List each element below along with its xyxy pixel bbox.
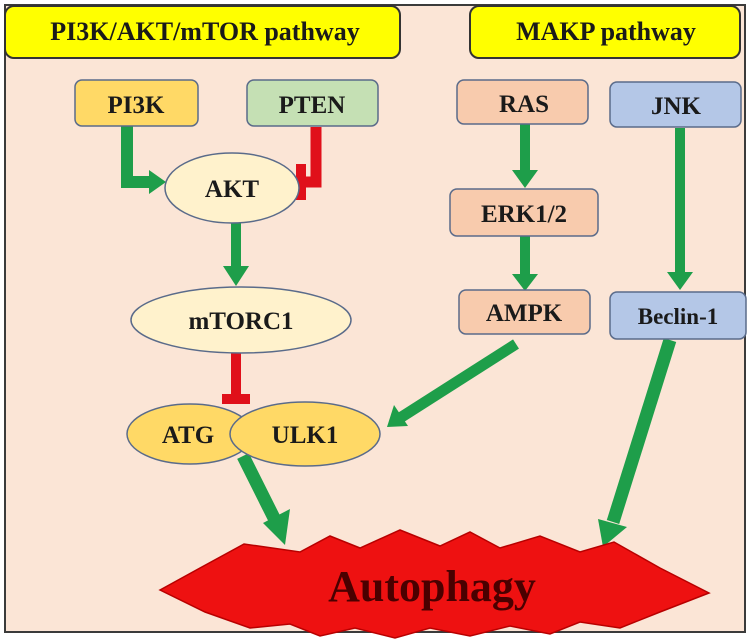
autophagy-burst: Autophagy (158, 529, 711, 639)
node-atg-label: ATG (162, 422, 214, 449)
node-pten-label: PTEN (279, 92, 346, 119)
arrow-ras-to-erk (512, 124, 538, 188)
arrow-atg-to-autophagy (237, 453, 290, 545)
node-atg: ATG (126, 403, 254, 465)
node-pi3k: PI3K (74, 79, 199, 127)
arrow-beclin-to-autophagy (598, 338, 677, 547)
arrows (121, 124, 693, 547)
node-ulk1: ULK1 (229, 401, 381, 467)
node-beclin-label: Beclin-1 (638, 304, 719, 329)
node-mtorc1: mTORC1 (130, 286, 352, 354)
node-erk-label: ERK1/2 (481, 201, 567, 228)
node-mtorc1-label: mTORC1 (188, 308, 293, 335)
node-erk: ERK1/2 (449, 188, 599, 237)
node-akt: AKT (164, 152, 300, 224)
node-ras: RAS (456, 79, 589, 125)
arrow-akt-to-mtorc1 (223, 222, 249, 286)
autophagy-label: Autophagy (328, 562, 536, 611)
node-akt-label: AKT (205, 176, 260, 203)
node-jnk: JNK (609, 81, 742, 128)
node-ulk1-label: ULK1 (272, 422, 339, 449)
arrow-erk-to-ampk (512, 236, 538, 291)
pi3k-pathway-header: PI3K/AKT/mTOR pathway (4, 5, 401, 59)
node-ampk: AMPK (458, 289, 591, 335)
node-jnk-label: JNK (651, 93, 702, 120)
node-ras-label: RAS (499, 91, 549, 118)
node-pten: PTEN (246, 79, 379, 127)
node-pi3k-label: PI3K (108, 92, 166, 119)
node-ampk-label: AMPK (486, 300, 563, 327)
arrow-jnk-to-beclin (667, 128, 693, 290)
inhibit-pten-to-akt (296, 127, 322, 200)
mapk-pathway-header: MAKP pathway (469, 5, 741, 59)
arrow-pi3k-to-akt (121, 125, 166, 194)
mapk-pathway-header-label: MAKP pathway (516, 17, 696, 46)
inhibit-mtorc1-to-ulk1 (222, 352, 250, 404)
pi3k-pathway-header-label: PI3K/AKT/mTOR pathway (50, 17, 359, 46)
node-beclin: Beclin-1 (609, 291, 747, 340)
arrow-ampk-to-ulk1 (387, 339, 519, 427)
